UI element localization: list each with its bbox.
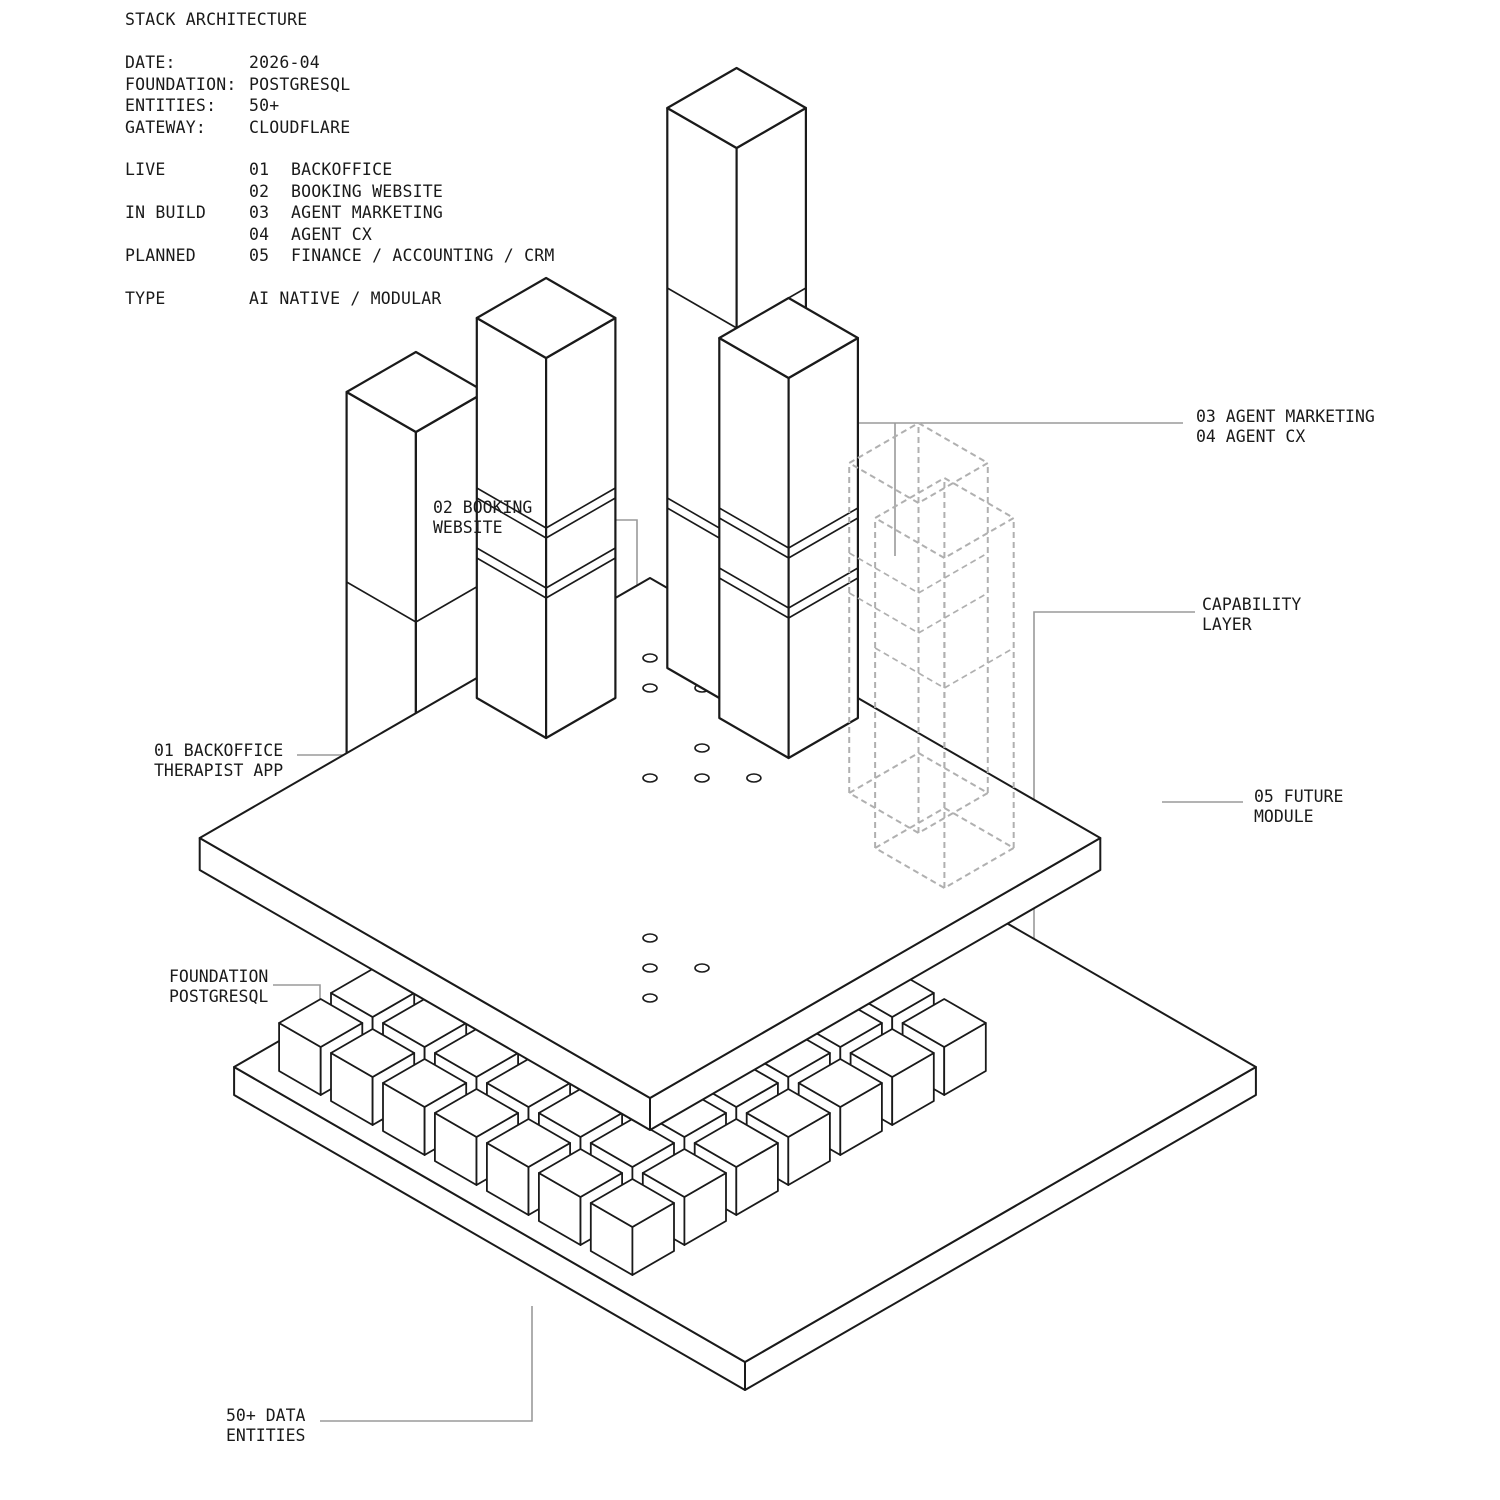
module-number: 05: [249, 246, 270, 265]
module-number: 04: [249, 224, 270, 244]
meta-key-date: DATE:: [125, 53, 176, 72]
callout-capability: CAPABILITY LAYER: [1202, 595, 1301, 634]
callout-backoffice: 01 BACKOFFICE THERAPIST APP: [154, 741, 283, 780]
diagram-title: STACK ARCHITECTURE: [125, 10, 308, 29]
callout-agents: 03 AGENT MARKETING 04 AGENT CX: [1196, 407, 1375, 446]
meta-key-gateway: GATEWAY:: [125, 117, 207, 137]
meta-value-foundation: POSTGRESQL: [249, 74, 351, 94]
callout-future: 05 FUTURE MODULE: [1254, 787, 1343, 826]
peg-hole: [694, 773, 710, 783]
module-number: 02: [249, 181, 270, 201]
callout-future-line1: 05 FUTURE: [1254, 787, 1343, 806]
module-number: 03: [249, 203, 270, 222]
callout-booking: 02 BOOKING WEBSITE: [433, 498, 532, 537]
meta-value-entities: 50+: [249, 96, 280, 115]
module-name: BACKOFFICE: [291, 160, 393, 179]
future-module-b: [874, 477, 1015, 889]
module-status: IN BUILD: [125, 203, 207, 222]
callout-entities-line2: ENTITIES: [226, 1426, 305, 1445]
agent-cx-tower: [718, 296, 859, 760]
type-value: AI NATIVE / MODULAR: [249, 289, 442, 308]
module-name: AGENT MARKETING: [291, 203, 444, 222]
meta-key-entities: ENTITIES:: [125, 96, 217, 115]
peg-hole: [642, 683, 658, 693]
peg-hole: [642, 993, 658, 1003]
callout-agents-line2: 04 AGENT CX: [1196, 427, 1305, 446]
callout-entities-line1: 50+ DATA: [226, 1406, 306, 1425]
leader-entities: [320, 1306, 533, 1422]
meta-value-gateway: CLOUDFLARE: [249, 117, 351, 137]
isometric-scene: [198, 66, 1257, 1391]
callout-backoffice-line2: THERAPIST APP: [154, 761, 283, 780]
callout-foundation-line1: FOUNDATION: [169, 967, 268, 986]
module-number: 01: [249, 160, 270, 179]
booking-tower: [475, 276, 617, 740]
peg-hole: [642, 773, 658, 783]
peg-hole: [694, 963, 710, 973]
peg-hole: [642, 653, 658, 663]
module-name: FINANCE / ACCOUNTING / CRM: [291, 246, 555, 265]
callout-backoffice-line1: 01 BACKOFFICE: [154, 741, 283, 760]
callout-future-line2: MODULE: [1254, 807, 1314, 826]
callout-agents-line1: 03 AGENT MARKETING: [1196, 407, 1375, 426]
callout-capability-line1: CAPABILITY: [1202, 595, 1301, 614]
callout-booking-line1: 02 BOOKING: [433, 498, 532, 517]
peg-hole: [642, 963, 658, 973]
meta-key-foundation: FOUNDATION:: [125, 74, 237, 94]
meta-value-date: 2026-04: [249, 53, 320, 72]
peg-hole: [642, 933, 658, 943]
module-name: BOOKING WEBSITE: [291, 181, 444, 201]
callout-foundation-line2: POSTGRESQL: [169, 987, 268, 1006]
data-entity-cube: [589, 1178, 675, 1276]
future-module-a: [848, 422, 989, 834]
module-status: PLANNED: [125, 246, 196, 265]
peg-hole: [746, 773, 762, 783]
callout-entities: 50+ DATA ENTITIES: [226, 1406, 306, 1445]
callout-booking-line2: WEBSITE: [433, 518, 503, 537]
callout-capability-line2: LAYER: [1202, 615, 1252, 634]
module-status: LIVE: [125, 160, 166, 179]
module-name: AGENT CX: [291, 224, 373, 244]
peg-hole: [694, 743, 710, 753]
type-key: TYPE: [125, 289, 166, 308]
callout-foundation: FOUNDATION POSTGRESQL: [169, 967, 268, 1006]
